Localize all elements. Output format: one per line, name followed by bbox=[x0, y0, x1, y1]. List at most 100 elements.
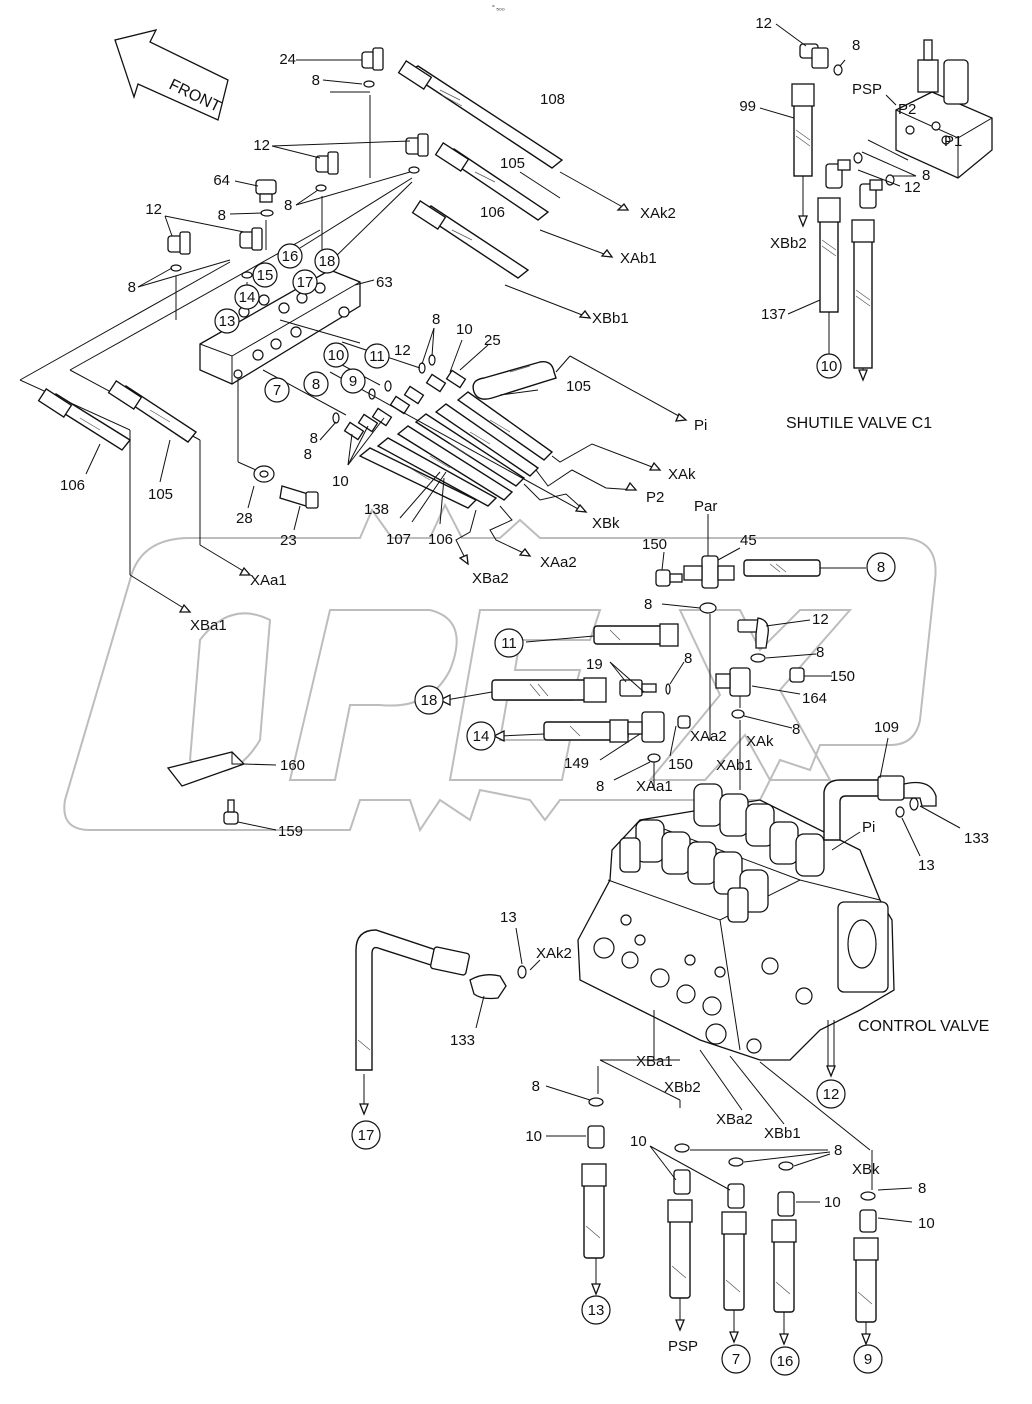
callout-11-left: 11 bbox=[494, 628, 524, 658]
plug-150-b bbox=[789, 667, 805, 683]
callout-7-bottom: 7 bbox=[721, 1344, 751, 1374]
port-label: Pi bbox=[694, 417, 707, 434]
part-label: 159 bbox=[278, 823, 303, 840]
hose-133-left bbox=[355, 929, 527, 1071]
shuttle-fittings bbox=[799, 43, 895, 209]
port-label: XBa2 bbox=[716, 1111, 753, 1128]
part-label: 150 bbox=[642, 536, 667, 553]
port-label: PSP bbox=[668, 1338, 698, 1355]
arrowhead-xaa2 bbox=[518, 547, 532, 557]
arrowhead-xak bbox=[648, 461, 662, 471]
part-label: 150 bbox=[668, 756, 693, 773]
arrowhead-xba2 bbox=[458, 554, 469, 566]
bottom-hose-16 bbox=[771, 1161, 797, 1346]
arrowhead-18 bbox=[438, 693, 451, 707]
svg-text:14: 14 bbox=[473, 728, 490, 745]
part-label: 8 bbox=[310, 430, 318, 447]
adapter-19 bbox=[619, 679, 671, 697]
bottom-hose-9 bbox=[853, 1191, 879, 1346]
port-label: XAa2 bbox=[690, 728, 727, 745]
hose-106-left bbox=[37, 388, 132, 451]
part-label: 8 bbox=[922, 167, 930, 184]
callout-12-bottom: 12 bbox=[816, 1079, 846, 1109]
plug-150-a bbox=[655, 569, 683, 587]
bottom-hose-13 bbox=[581, 1097, 607, 1296]
control-valve-caption: CONTROL VALVE bbox=[858, 1018, 989, 1035]
callout-17-bottom: 17 bbox=[351, 1120, 381, 1150]
bolt-159 bbox=[223, 799, 277, 831]
hose-11-left bbox=[593, 623, 679, 647]
callout-11: 11 bbox=[364, 343, 390, 369]
callout-14-left: 14 bbox=[466, 721, 496, 751]
part-label: 28 bbox=[236, 510, 253, 527]
port-label: XBb1 bbox=[764, 1125, 801, 1142]
svg-text:18: 18 bbox=[319, 253, 336, 270]
svg-text:11: 11 bbox=[369, 348, 385, 365]
callout-18: 18 bbox=[314, 248, 340, 274]
leader-lines-control-valve bbox=[363, 737, 961, 1151]
part-label: 133 bbox=[450, 1032, 475, 1049]
callout-16: 16 bbox=[277, 243, 303, 269]
part-label: 164 bbox=[802, 690, 827, 707]
part-label: 24 bbox=[279, 51, 296, 68]
port-label: XAa2 bbox=[540, 554, 577, 571]
callout-16-bottom: 16 bbox=[770, 1346, 800, 1376]
callout-17: 17 bbox=[292, 269, 318, 295]
port-label: XBa2 bbox=[472, 570, 509, 587]
port-labels: PSP P2 P1 XAk2 XAb1 XBb1 XBb2 Pi XAk P2 … bbox=[190, 81, 962, 1355]
hose-108 bbox=[397, 60, 564, 169]
port-label: XAk bbox=[668, 466, 696, 483]
hose-pi-elbow bbox=[472, 361, 557, 400]
part-label: 105 bbox=[500, 155, 525, 172]
svg-text:16: 16 bbox=[282, 248, 299, 265]
port-label: XBa1 bbox=[190, 617, 227, 634]
arrowhead-xba1 bbox=[178, 603, 192, 613]
port-label: XBb1 bbox=[592, 310, 629, 327]
part-label: 12 bbox=[145, 201, 162, 218]
svg-text:12: 12 bbox=[823, 1086, 840, 1103]
svg-text:18: 18 bbox=[421, 692, 438, 709]
shuttle-valve-body bbox=[895, 39, 993, 179]
elbow-fitting-24 bbox=[361, 47, 384, 88]
hose-106-top bbox=[411, 200, 530, 279]
part-label: 64 bbox=[213, 172, 230, 189]
part-label: 10 bbox=[630, 1133, 647, 1150]
port-label: Pi bbox=[862, 819, 875, 836]
part-label: 8 bbox=[128, 279, 136, 296]
callout-13: 13 bbox=[214, 308, 240, 334]
washer-28 bbox=[253, 465, 275, 483]
elbow-fitting-12-b bbox=[405, 133, 429, 174]
callout-9-bottom: 9 bbox=[853, 1344, 883, 1374]
tee-fitting-45 bbox=[683, 555, 735, 589]
svg-text:11: 11 bbox=[501, 635, 517, 652]
part-label: 10 bbox=[332, 473, 349, 490]
part-label: 107 bbox=[386, 531, 411, 548]
part-label: 160 bbox=[280, 757, 305, 774]
hose-105-top bbox=[434, 142, 550, 221]
arrowhead-shuttle-psp bbox=[858, 369, 868, 382]
plug-64 bbox=[255, 179, 277, 217]
hose-par-right bbox=[743, 559, 821, 577]
port-label: XAa1 bbox=[636, 778, 673, 795]
shuttle-valve-caption: SHUTILE VALVE C1 bbox=[786, 415, 932, 432]
part-label: 108 bbox=[540, 91, 565, 108]
callout-18-left: 18 bbox=[414, 685, 444, 715]
part-label: 99 bbox=[739, 98, 756, 115]
callout-8-right: 8 bbox=[866, 552, 896, 582]
svg-text:14: 14 bbox=[239, 289, 256, 306]
svg-text:7: 7 bbox=[732, 1351, 740, 1368]
arrowhead-xak2 bbox=[616, 202, 630, 211]
adapter-fittings-middle bbox=[332, 354, 467, 441]
leader-lines-bottom bbox=[546, 1135, 913, 1223]
top-mark: ° ₅₀₀ bbox=[492, 4, 505, 12]
part-label: 12 bbox=[904, 179, 921, 196]
part-label: 8 bbox=[312, 72, 320, 89]
callout-8: 8 bbox=[303, 371, 329, 397]
part-label: 105 bbox=[566, 378, 591, 395]
port-label: XBk bbox=[592, 515, 620, 532]
part-label: 106 bbox=[480, 204, 505, 221]
part-label: 63 bbox=[376, 274, 393, 291]
callout-10: 10 bbox=[323, 342, 349, 368]
svg-text:15: 15 bbox=[257, 267, 274, 284]
